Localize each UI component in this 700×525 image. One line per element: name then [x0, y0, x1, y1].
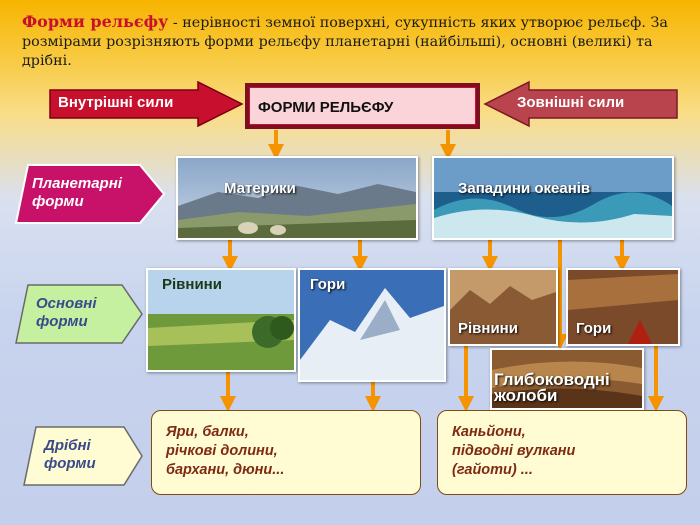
trenches-label: Глибоководні жолоби — [494, 370, 610, 405]
ocean-mountains-label: Гори — [576, 320, 612, 337]
ocean-small-forms-box: Каньйони, підводні вулкани (гайоти) ... — [437, 410, 687, 495]
intro-paragraph: Форми рельєфу - нерівності земної поверх… — [22, 12, 682, 71]
center-title: ФОРМИ РЕЛЬЄФУ — [249, 87, 476, 125]
main-level-text: Основні форми — [36, 295, 97, 330]
internal-forces-arrow: Внутрішні сили — [48, 80, 244, 128]
ocean-plains-photo: Рівнини — [448, 268, 558, 346]
small-level-text: Дрібні форми — [44, 437, 96, 472]
plains-photo: Рівнини — [146, 268, 296, 372]
ocean-plains-label: Рівнини — [458, 320, 518, 337]
ocean-mountains-photo: Гори — [566, 268, 680, 346]
small-level-label: Дрібні форми — [22, 425, 144, 487]
mountains-label: Гори — [310, 276, 346, 293]
internal-forces-label: Внутрішні сили — [58, 94, 174, 111]
ocean-basins-photo: Западини океанів — [432, 156, 674, 240]
ocean-small-forms-text: Каньйони, підводні вулкани (гайоти) ... — [452, 424, 576, 478]
external-forces-arrow: Зовнішні сили — [483, 80, 679, 128]
intro-term: Форми рельєфу — [22, 12, 169, 31]
trenches-photo: Глибоководні жолоби — [490, 348, 644, 410]
continents-label: Материки — [224, 180, 296, 197]
intro-text: - нерівності земної поверхні, сукупність… — [22, 15, 668, 69]
main-level-label: Основні форми — [14, 283, 144, 345]
mountains-photo: Гори — [298, 268, 446, 382]
ocean-basins-label: Западини океанів — [458, 180, 591, 197]
external-forces-label: Зовнішні сили — [517, 94, 625, 111]
plains-label: Рівнини — [162, 276, 222, 293]
center-title-box: ФОРМИ РЕЛЬЄФУ — [245, 83, 480, 129]
continents-photo: Материки — [176, 156, 418, 240]
land-small-forms-text: Яри, балки, річкові долини, бархани, дюн… — [166, 424, 285, 478]
planetary-level-label: Планетарні форми — [14, 163, 166, 225]
land-small-forms-box: Яри, балки, річкові долини, бархани, дюн… — [151, 410, 421, 495]
planetary-level-text: Планетарні форми — [32, 175, 122, 210]
